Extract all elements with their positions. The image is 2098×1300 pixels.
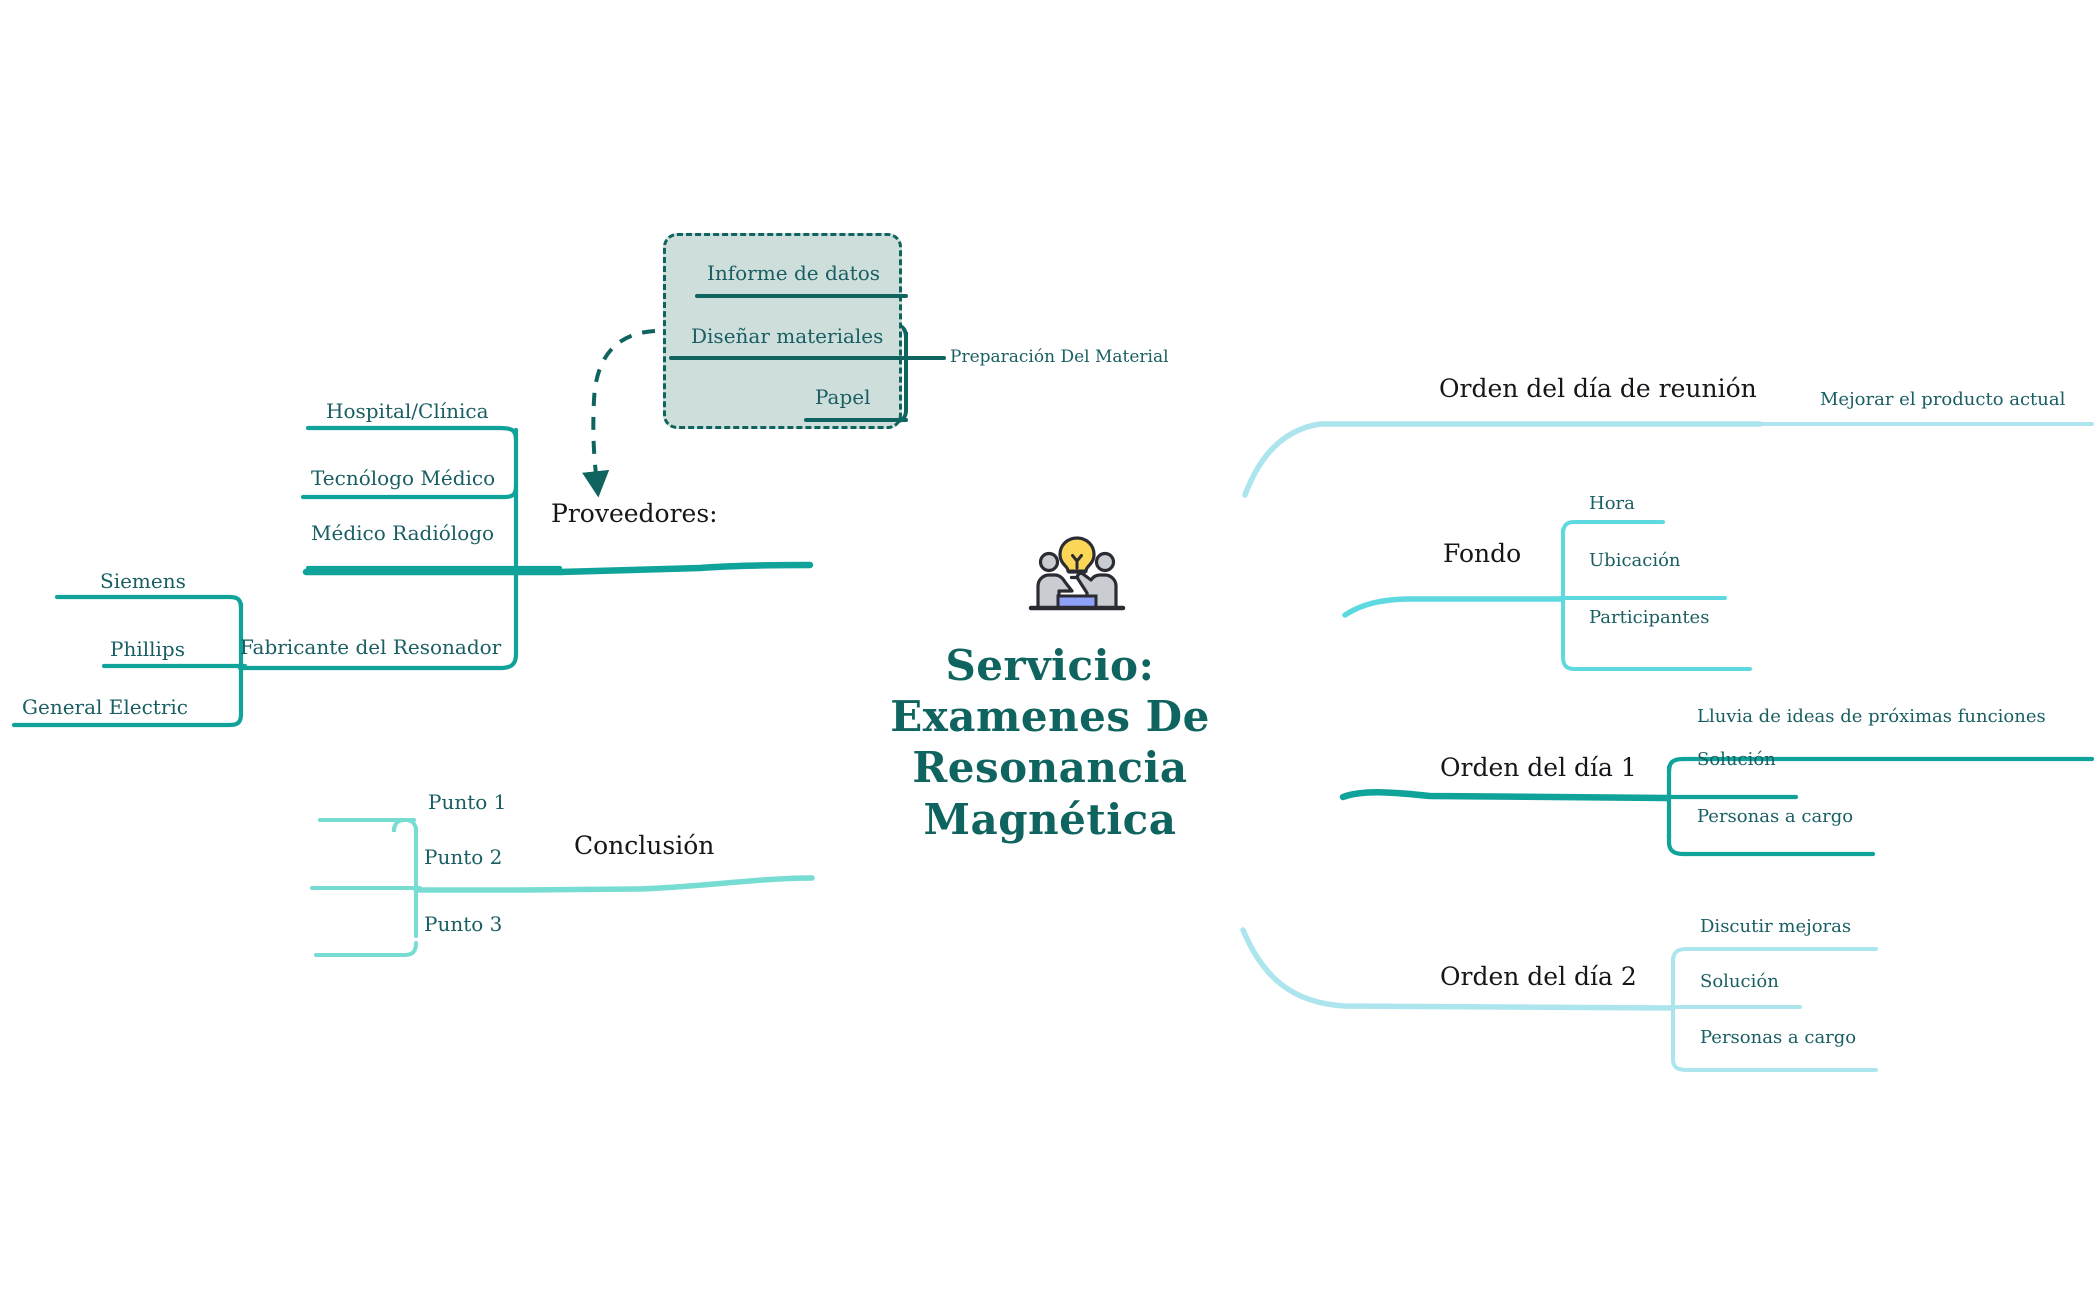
leaf-personas-cargo-2[interactable]: Personas a cargo — [1700, 1028, 1856, 1048]
topic-orden-reunion[interactable]: Orden del día de reunión — [1439, 375, 1757, 403]
bracket-orden1-bottom — [1666, 830, 1876, 857]
meeting-brainstorm-icon — [1022, 520, 1132, 630]
topic-preparacion-material-label: Preparación Del Material — [950, 347, 1169, 367]
bracket-proveedores-top-curve — [305, 425, 519, 443]
leaf-tecnologo-medico-label: Tecnólogo Médico — [311, 466, 496, 490]
leaf-siemens-label: Siemens — [100, 569, 186, 593]
leaf-personas-cargo-1-label: Personas a cargo — [1697, 806, 1854, 827]
leaf-medico-radiologo[interactable]: Médico Radiólogo — [311, 522, 494, 544]
topic-conclusion[interactable]: Conclusión — [574, 832, 714, 860]
underline-participantes — [1561, 655, 1752, 671]
leaf-hora[interactable]: Hora — [1589, 494, 1635, 514]
topic-proveedores[interactable]: Proveedores: — [551, 500, 718, 528]
underline-punto1b — [318, 818, 418, 834]
topic-fondo[interactable]: Fondo — [1443, 540, 1521, 568]
leaf-lluvia-ideas-label: Lluvia de ideas de próximas funciones — [1697, 706, 2046, 727]
leaf-general-electric[interactable]: General Electric — [22, 696, 188, 718]
leaf-punto-2[interactable]: Punto 2 — [424, 846, 502, 868]
branch-proveedores-main — [302, 561, 814, 576]
topic-orden-dia-2[interactable]: Orden del día 2 — [1440, 963, 1637, 991]
leaf-punto-2-label: Punto 2 — [424, 845, 503, 869]
leaf-fabricante-resonador-label: Fabricante del Resonador — [240, 635, 502, 659]
leaf-general-electric-label: General Electric — [22, 695, 188, 719]
leaf-mejorar-producto-label: Mejorar el producto actual — [1820, 389, 2066, 410]
underline-hora — [1561, 520, 1665, 536]
underline-punto1 — [318, 818, 416, 833]
bracket-orden2-bottom — [1671, 1048, 1878, 1072]
leaf-punto-3-label: Punto 3 — [424, 912, 503, 936]
leaf-disenar-materiales-label: Diseñar materiales — [691, 324, 884, 348]
leaf-siemens[interactable]: Siemens — [100, 570, 186, 592]
leaf-punto-3[interactable]: Punto 3 — [424, 913, 502, 935]
leaf-phillips-label: Phillips — [110, 637, 185, 661]
leaf-personas-cargo-2-label: Personas a cargo — [1700, 1027, 1857, 1048]
leaf-informe-datos[interactable]: Informe de datos — [707, 262, 880, 284]
bracket-orden2-top — [1671, 947, 1878, 964]
leaf-solucion-1-label: Solución — [1697, 749, 1776, 770]
leaf-solucion-2-label: Solución — [1700, 971, 1779, 992]
topic-proveedores-label: Proveedores: — [551, 499, 718, 528]
leaf-solucion-2[interactable]: Solución — [1700, 972, 1779, 992]
leaf-informe-datos-label: Informe de datos — [707, 261, 881, 285]
leaf-hospital-clinica[interactable]: Hospital/Clínica — [326, 400, 489, 422]
topic-orden-reunion-label: Orden del día de reunión — [1439, 374, 1757, 403]
topic-fondo-label: Fondo — [1443, 539, 1522, 568]
branch-fondo-main — [1342, 596, 1565, 618]
dashed-arrow — [582, 329, 656, 498]
underline-punto3 — [314, 941, 418, 957]
leaf-medico-radiologo-label: Médico Radiólogo — [311, 521, 495, 545]
leaf-discutir-mejoras[interactable]: Discutir mejoras — [1700, 917, 1851, 937]
leaf-solucion-1[interactable]: Solución — [1697, 750, 1776, 770]
leaf-disenar-materiales[interactable]: Diseñar materiales — [691, 325, 883, 347]
leaf-fabricante-resonador[interactable]: Fabricante del Resonador — [240, 636, 501, 658]
leaf-tecnologo-medico[interactable]: Tecnólogo Médico — [311, 467, 495, 489]
branch-orden1-main — [1339, 789, 1672, 802]
leaf-papel[interactable]: Papel — [815, 386, 871, 408]
central-topic-label: Servicio: Examenes De Resonancia Magnéti… — [890, 641, 1210, 844]
leaf-phillips[interactable]: Phillips — [110, 638, 185, 660]
topic-orden-dia-1[interactable]: Orden del día 1 — [1440, 754, 1637, 782]
central-topic[interactable]: Servicio: Examenes De Resonancia Magnéti… — [880, 640, 1220, 845]
leaf-participantes-label: Participantes — [1589, 607, 1710, 628]
leaf-hora-label: Hora — [1589, 493, 1635, 514]
leaf-ubicacion[interactable]: Ubicación — [1589, 551, 1681, 571]
topic-preparacion-material[interactable]: Preparación Del Material — [950, 348, 1169, 367]
leaf-ubicacion-label: Ubicación — [1589, 550, 1681, 571]
leaf-lluvia-ideas[interactable]: Lluvia de ideas de próximas funciones — [1697, 707, 2046, 727]
leaf-participantes[interactable]: Participantes — [1589, 608, 1709, 628]
leaf-punto-1[interactable]: Punto 1 — [428, 791, 506, 813]
topic-orden-dia-1-label: Orden del día 1 — [1440, 753, 1637, 782]
selection-group-preparacion-material[interactable] — [663, 233, 902, 429]
branch-orden-reunion-main — [1242, 421, 1763, 498]
leaf-punto-1-label: Punto 1 — [428, 790, 507, 814]
leaf-mejorar-producto[interactable]: Mejorar el producto actual — [1820, 390, 2065, 410]
leaf-hospital-clinica-label: Hospital/Clínica — [326, 399, 489, 423]
leaf-discutir-mejoras-label: Discutir mejoras — [1700, 916, 1852, 937]
topic-conclusion-label: Conclusión — [574, 831, 715, 860]
topic-orden-dia-2-label: Orden del día 2 — [1440, 962, 1637, 991]
underline-siemens — [54, 594, 244, 611]
leaf-papel-label: Papel — [815, 385, 871, 409]
branch-conclusion-main — [413, 875, 815, 893]
leaf-personas-cargo-1[interactable]: Personas a cargo — [1697, 807, 1853, 827]
